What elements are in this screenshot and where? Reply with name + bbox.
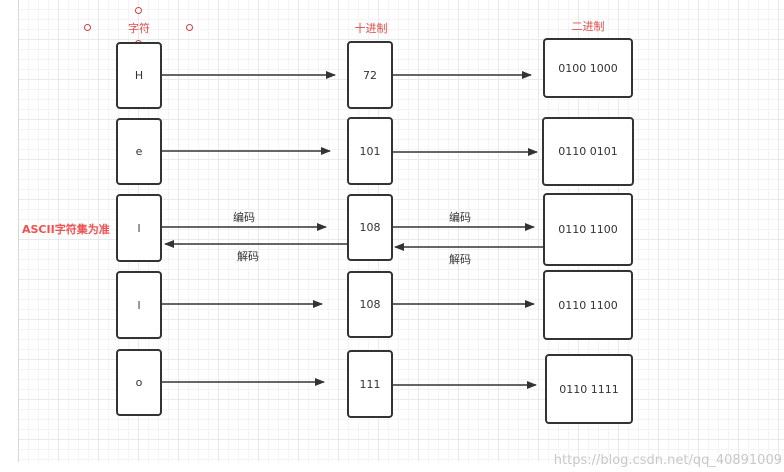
decode-label-binary-to-decimal: 解码 [449, 253, 471, 266]
header-binary: 二进制 [571, 20, 605, 33]
header-char: 字符 [128, 22, 150, 35]
decimal-box: 101 [347, 117, 393, 185]
binary-box: 0110 1111 [545, 354, 633, 424]
decimal-box: 111 [347, 350, 393, 418]
side-label-ascii: ASCII字符集为准 [22, 223, 110, 236]
char-box: H [116, 42, 162, 109]
binary-box: 0110 1100 [543, 270, 633, 340]
char-box: e [116, 118, 162, 185]
char-box: l [116, 271, 162, 339]
header-decimal: 十进制 [354, 22, 388, 35]
binary-box: 0110 0101 [542, 117, 634, 186]
decimal-box: 72 [347, 41, 393, 109]
char-box: l [116, 194, 162, 262]
watermark-url: https://blog.csdn.net/qq_40891009 [553, 453, 782, 468]
selection-handle-top[interactable] [135, 7, 142, 14]
binary-box: 0110 1100 [543, 193, 633, 266]
char-box: o [116, 349, 162, 416]
decode-label-decimal-to-char: 解码 [237, 250, 259, 263]
encode-label-char-to-decimal: 编码 [233, 211, 255, 224]
selection-handle-right[interactable] [186, 24, 193, 31]
decimal-box: 108 [347, 271, 393, 338]
binary-box: 0100 1000 [543, 38, 633, 98]
encode-label-decimal-to-binary: 编码 [449, 211, 471, 224]
decimal-box: 108 [347, 194, 393, 261]
selection-handle-left[interactable] [84, 24, 91, 31]
